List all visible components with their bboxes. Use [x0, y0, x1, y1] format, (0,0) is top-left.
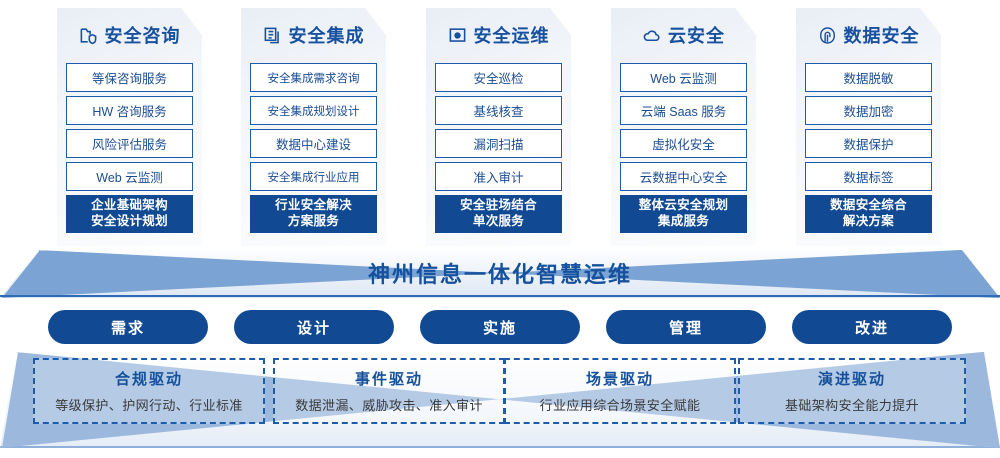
service-card-data-security[interactable]: 数据安全 数据脱敏 数据加密 数据保护 数据标签 数据安全综合 解决方案 [796, 8, 941, 246]
service-item[interactable]: 数据脱敏 [805, 63, 932, 92]
driver-card-scenario[interactable]: 场景驱动 行业应用综合场景安全赋能 [504, 358, 736, 424]
card-item-list: 等保咨询服务 HW 咨询服务 风险评估服务 Web 云监测 企业基础架构 安全设… [66, 63, 193, 237]
platform-banner-baseline [0, 295, 1000, 297]
card-header: 安全集成 [241, 26, 386, 45]
service-summary[interactable]: 行业安全解决 方案服务 [250, 195, 377, 233]
driver-card-incident[interactable]: 事件驱动 数据泄漏、威胁攻击、准入审计 [273, 358, 505, 424]
summary-line: 安全驻场结合 [460, 198, 537, 213]
lifecycle-phase-row: 需求 设计 实施 管理 改进 [0, 310, 1000, 346]
cloud-icon [642, 26, 661, 45]
service-item[interactable]: 云数据中心安全 [620, 162, 747, 191]
card-title: 数据安全 [843, 25, 920, 46]
service-item[interactable]: 漏洞扫描 [435, 129, 562, 158]
service-card-security-consulting[interactable]: 安全咨询 等保咨询服务 HW 咨询服务 风险评估服务 Web 云监测 企业基础架… [57, 8, 202, 246]
service-item[interactable]: 数据标签 [805, 162, 932, 191]
service-item[interactable]: HW 咨询服务 [66, 96, 193, 125]
card-header: 云安全 [611, 26, 756, 45]
card-item-list: 安全集成需求咨询 安全集成规划设计 数据中心建设 安全集成行业应用 行业安全解决… [250, 63, 377, 237]
card-item-list: 数据脱敏 数据加密 数据保护 数据标签 数据安全综合 解决方案 [805, 63, 932, 237]
shield-folder-icon [79, 26, 98, 45]
service-item[interactable]: 等保咨询服务 [66, 63, 193, 92]
driver-title: 场景驱动 [585, 371, 654, 388]
service-summary[interactable]: 整体云安全规划 集成服务 [620, 195, 747, 233]
summary-line: 企业基础架构 [91, 198, 168, 213]
phase-pill-improve[interactable]: 改进 [792, 310, 952, 344]
service-item[interactable]: 数据加密 [805, 96, 932, 125]
card-item-list: Web 云监测 云端 Saas 服务 虚拟化安全 云数据中心安全 整体云安全规划… [620, 63, 747, 237]
card-header: 安全运维 [426, 26, 571, 45]
service-item[interactable]: 数据保护 [805, 129, 932, 158]
card-title: 云安全 [668, 25, 725, 46]
service-item[interactable]: 风险评估服务 [66, 129, 193, 158]
summary-line: 方案服务 [287, 214, 340, 228]
summary-line: 安全设计规划 [91, 214, 168, 228]
phase-pill-design[interactable]: 设计 [234, 310, 394, 344]
card-title: 安全集成 [288, 25, 365, 46]
summary-line: 行业安全解决 [275, 198, 352, 213]
card-title: 安全运维 [473, 25, 550, 46]
service-card-security-integration[interactable]: 安全集成 安全集成需求咨询 安全集成规划设计 数据中心建设 安全集成行业应用 行… [241, 8, 386, 246]
platform-banner-title: 神州信息一体化智慧运维 [367, 262, 632, 287]
summary-line: 集成服务 [657, 214, 710, 228]
service-item[interactable]: 安全集成行业应用 [250, 162, 377, 191]
fingerprint-icon [818, 26, 837, 45]
service-item[interactable]: 准入审计 [435, 162, 562, 191]
phase-pill-manage[interactable]: 管理 [606, 310, 766, 344]
service-item[interactable]: 安全集成需求咨询 [250, 63, 377, 92]
card-title: 安全咨询 [104, 25, 181, 46]
card-item-list: 安全巡检 基线核查 漏洞扫描 准入审计 安全驻场结合 单次服务 [435, 63, 562, 237]
driver-subtitle: 基础架构安全能力提升 [784, 398, 919, 413]
service-item[interactable]: 安全巡检 [435, 63, 562, 92]
service-summary[interactable]: 数据安全综合 解决方案 [805, 195, 932, 233]
service-card-security-operations[interactable]: 安全运维 安全巡检 基线核查 漏洞扫描 准入审计 安全驻场结合 单次服务 [426, 8, 571, 246]
service-item[interactable]: 安全集成规划设计 [250, 96, 377, 125]
summary-line: 整体云安全规划 [638, 198, 729, 213]
driver-subtitle: 等级保护、护网行动、行业标准 [55, 398, 243, 413]
driver-title: 合规驱动 [114, 371, 183, 388]
driver-title: 演进驱动 [817, 371, 886, 388]
service-item[interactable]: Web 云监测 [66, 162, 193, 191]
driver-card-compliance[interactable]: 合规驱动 等级保护、护网行动、行业标准 [33, 358, 265, 424]
summary-line: 单次服务 [472, 214, 525, 228]
document-stack-icon [263, 26, 282, 45]
driver-card-evolution[interactable]: 演进驱动 基础架构安全能力提升 [738, 358, 966, 424]
summary-line: 数据安全综合 [830, 198, 907, 213]
service-summary[interactable]: 安全驻场结合 单次服务 [435, 195, 562, 233]
driver-group: 合规驱动 等级保护、护网行动、行业标准 事件驱动 数据泄漏、威胁攻击、准入审计 … [0, 358, 1000, 442]
driver-title: 事件驱动 [354, 371, 423, 388]
service-item[interactable]: 虚拟化安全 [620, 129, 747, 158]
monitor-chart-icon [448, 26, 467, 45]
service-pillar-cards: 安全咨询 等保咨询服务 HW 咨询服务 风险评估服务 Web 云监测 企业基础架… [0, 0, 1000, 250]
summary-line: 解决方案 [842, 214, 895, 228]
driver-subtitle: 数据泄漏、威胁攻击、准入审计 [295, 398, 483, 413]
card-header: 数据安全 [796, 26, 941, 45]
service-item[interactable]: Web 云监测 [620, 63, 747, 92]
service-item[interactable]: 云端 Saas 服务 [620, 96, 747, 125]
service-item[interactable]: 基线核查 [435, 96, 562, 125]
phase-pill-demand[interactable]: 需求 [48, 310, 208, 344]
service-card-cloud-security[interactable]: 云安全 Web 云监测 云端 Saas 服务 虚拟化安全 云数据中心安全 整体云… [611, 8, 756, 246]
phase-pill-implement[interactable]: 实施 [420, 310, 580, 344]
driver-subtitle: 行业应用综合场景安全赋能 [539, 398, 701, 413]
card-header: 安全咨询 [57, 26, 202, 45]
service-item[interactable]: 数据中心建设 [250, 129, 377, 158]
service-summary[interactable]: 企业基础架构 安全设计规划 [66, 195, 193, 233]
